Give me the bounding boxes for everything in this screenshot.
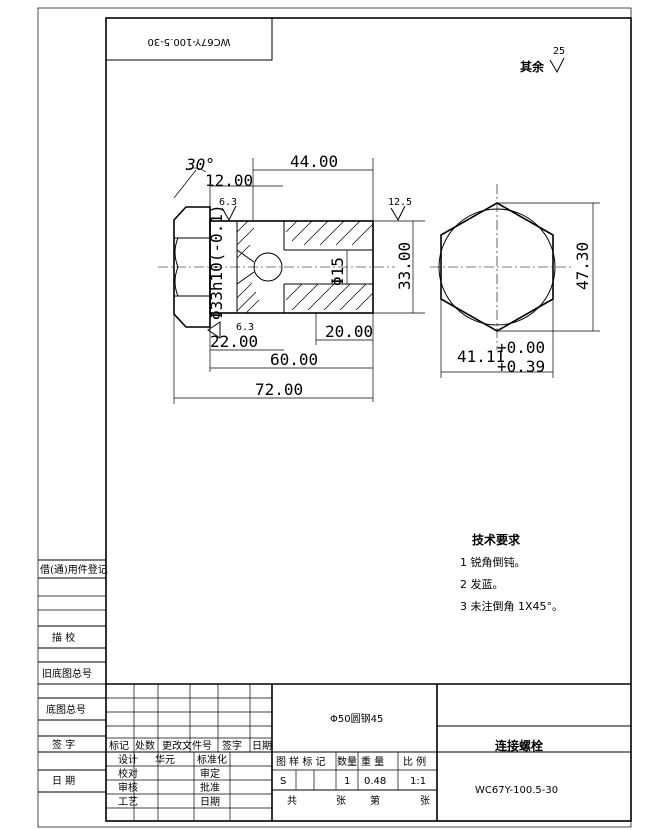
tol-lower: +0.39 [497,357,545,376]
total-label: 共 [287,795,297,807]
trace-label: 描 校 [52,631,75,644]
qty-header: 数量 [337,755,357,768]
role-approve-2: 批准 [200,781,220,794]
rev-header-count: 处数 [135,739,155,752]
weight-header: 重 量 [361,755,384,768]
borrowed-reg-label: 借(通)用件登记 [40,563,108,576]
base-no-label: 底图总号 [46,703,86,716]
scale-header: 比 例 [403,755,426,768]
dim-hole: Φ15 [328,257,347,286]
dim-across-flats: 41.11 [457,347,505,366]
rev-header-file: 更改文件号 [162,739,212,752]
dim-bore: Φ33h10(-0.1) [207,204,226,320]
stage-mark: S [280,776,286,787]
tech-item-3: 3 未注倒角 1X45°。 [460,599,563,613]
role-design: 设计 [118,753,138,766]
dim-60: 60.00 [270,350,318,369]
weight-value: 0.48 [364,776,386,787]
rev-header-date: 日期 [252,740,272,752]
left-registry: 借(通)用件登记 描 校 旧底图总号 底图总号 签 字 日 期 [38,559,108,793]
qty-value: 1 [344,776,350,787]
old-base-label: 旧底图总号 [42,667,92,680]
author: 华元 [155,753,175,766]
rest-finish-symbol [549,57,565,74]
tech-item-2: 2 发蓝。 [460,577,504,591]
dim-72: 72.00 [255,380,303,399]
role-approve-1: 审定 [200,767,220,780]
stage-headers: 图 样 标 记 [276,755,326,768]
tech-title: 技术要求 [472,532,521,547]
dim-33: 33.00 [395,242,414,290]
inner-frame [105,17,632,822]
mirror-number-box [105,17,273,61]
mirrored-drawing-number: WC67Y-100.5-30 [147,36,230,47]
sheet-label: 张 [336,795,346,807]
rest-finish-label: 其余 [520,59,545,74]
role-date: 日期 [200,796,220,808]
finish-bottom-left: 6.3 [236,322,254,333]
tech-item-1: 1 锐角倒钝。 [460,555,526,569]
dim-44: 44.00 [290,152,338,171]
material: Φ50圆钢45 [330,712,383,725]
signature-label: 签 字 [52,738,75,751]
dim-22: 22.00 [210,332,258,351]
dim-20: 20.00 [325,322,373,341]
front-dimensions: 30° 44.00 12.00 6.3 12.5 Φ33h10(-0.1) Φ1… [173,152,425,404]
dim-12: 12.00 [205,171,253,190]
finish-top-right: 12.5 [388,197,412,208]
rest-finish-value: 25 [553,46,565,57]
role-standard: 标准化 [197,753,227,766]
sheet-label-2: 张 [420,795,430,807]
rev-header-sign: 签字 [222,739,242,752]
page-label: 第 [370,794,380,807]
rev-header-mark: 标记 [109,740,129,752]
date-label: 日 期 [52,775,75,787]
outer-border [37,7,632,828]
side-view: 47.30 41.11 +0.00 +0.39 [430,184,600,378]
part-name: 连接螺栓 [495,738,543,753]
tol-upper: +0.00 [497,338,545,357]
tech-requirements: 技术要求 1 锐角倒钝。 2 发蓝。 3 未注倒角 1X45°。 [460,532,563,613]
role-check: 校对 [118,767,138,780]
front-view [158,206,395,328]
finish-top-left: 6.3 [219,197,237,208]
role-review: 审核 [118,781,138,794]
dim-angle: 30° [185,155,215,174]
drawing-no: WC67Y-100.5-30 [475,785,558,796]
role-process: 工艺 [118,796,138,808]
title-block: Φ50圆钢45 连接螺栓 WC67Y-100.5-30 图 样 标 记 数量 重… [106,683,631,821]
scale-value: 1:1 [410,776,426,787]
dim-47: 47.30 [573,242,592,290]
